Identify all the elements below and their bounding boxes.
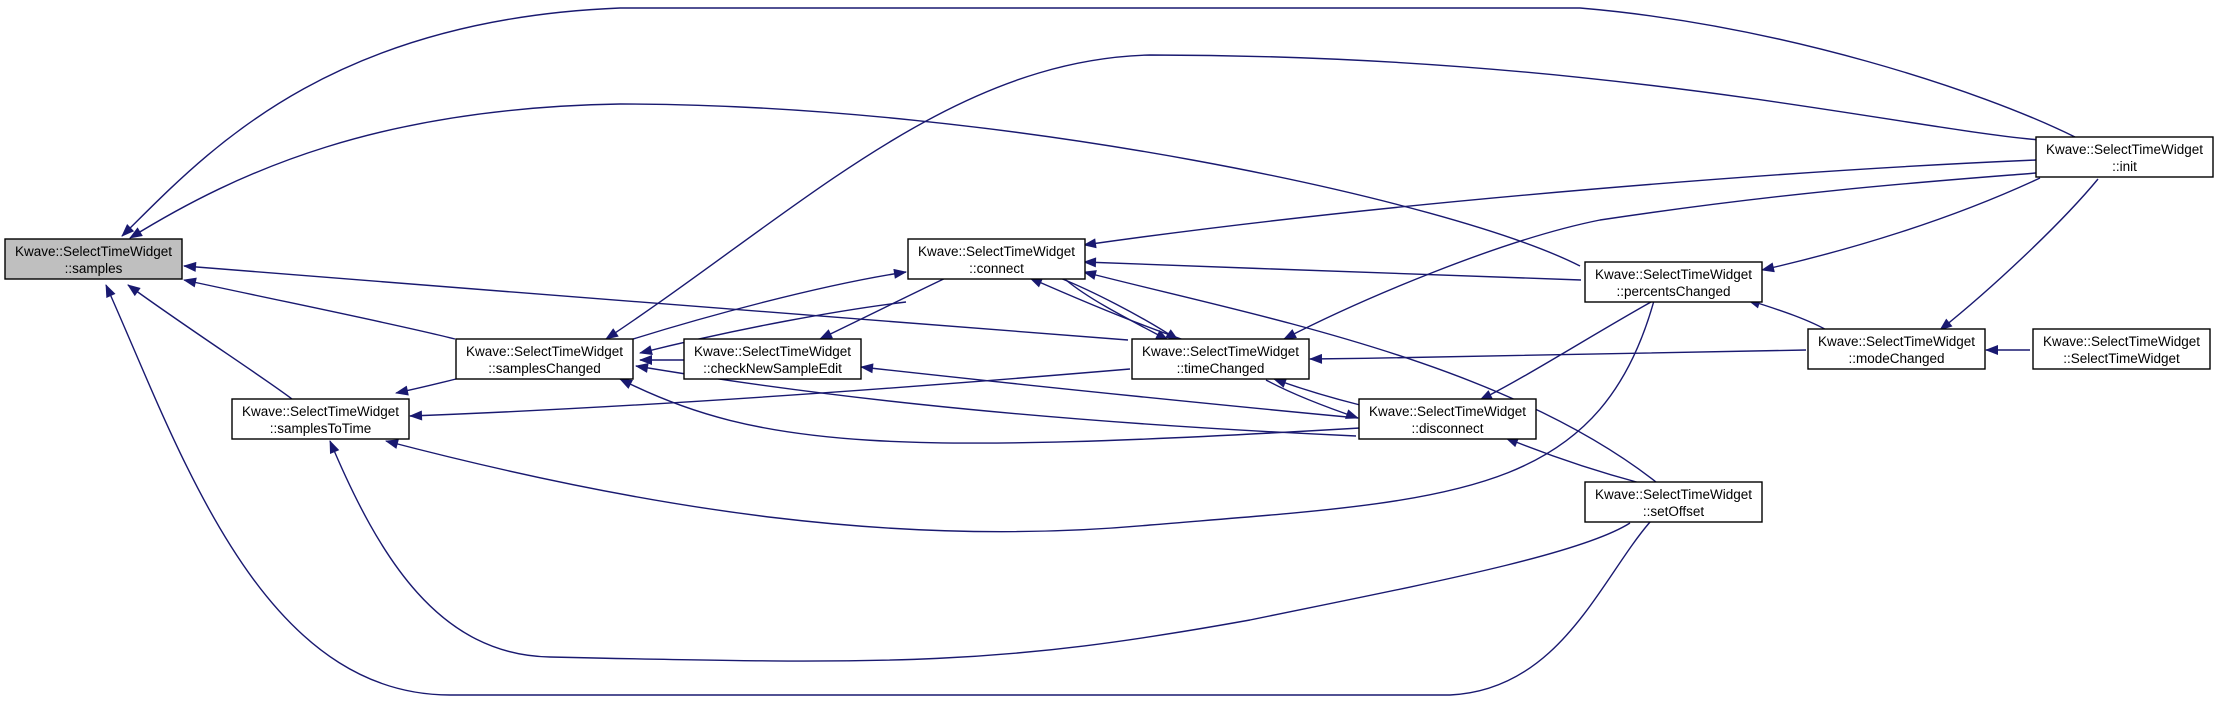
node-checknewsampleedit-line2: ::checkNewSampleEdit — [703, 361, 842, 376]
edge-modechanged-to-timechanged — [1309, 349, 1807, 364]
node-selecttimewidget-ctor[interactable]: Kwave::SelectTimeWidget ::SelectTimeWidg… — [2032, 328, 2211, 370]
node-init-line1: Kwave::SelectTimeWidget — [2046, 142, 2203, 157]
node-setoffset[interactable]: Kwave::SelectTimeWidget ::setOffset — [1584, 481, 1763, 523]
node-ctor-line2: ::SelectTimeWidget — [2063, 351, 2180, 366]
edge-connect-to-sampleschanged-b — [629, 268, 907, 341]
node-samples-line1: Kwave::SelectTimeWidget — [15, 244, 172, 259]
edge-modechanged-to-percentschanged — [1747, 298, 1831, 333]
edge-init-to-connect — [1083, 159, 2037, 249]
node-samplestotime-line1: Kwave::SelectTimeWidget — [242, 404, 399, 419]
node-connect-line1: Kwave::SelectTimeWidget — [918, 244, 1075, 259]
node-percentschanged-line1: Kwave::SelectTimeWidget — [1595, 267, 1752, 282]
edge-init-to-modechanged — [1939, 178, 2099, 331]
node-samplestotime[interactable]: Kwave::SelectTimeWidget ::samplesToTime — [231, 398, 410, 440]
edge-connect-to-checknewsampleedit — [819, 275, 951, 340]
node-percentschanged[interactable]: Kwave::SelectTimeWidget ::percentsChange… — [1584, 261, 1763, 303]
node-checknewsampleedit[interactable]: Kwave::SelectTimeWidget ::checkNewSample… — [683, 338, 862, 380]
edge-percentschanged-to-connect — [1083, 257, 1582, 281]
edge-init-to-timechanged — [1283, 172, 2037, 340]
edge-init-to-samples — [121, 7, 2076, 237]
edge-timechanged-to-disconnect-b — [1265, 379, 1359, 419]
node-connect-line2: ::connect — [969, 261, 1024, 276]
node-timechanged[interactable]: Kwave::SelectTimeWidget ::timeChanged — [1131, 338, 1310, 380]
node-timechanged-line2: ::timeChanged — [1177, 361, 1265, 376]
edge-disconnect-to-checknewsampleedit — [860, 363, 1359, 419]
edge-connect-to-timechanged — [1065, 279, 1169, 341]
nodes: Kwave::SelectTimeWidget ::samples Kwave:… — [4, 136, 2214, 523]
edge-timechanged-to-samplestotime — [409, 368, 1131, 421]
edge-samplestotime-to-samples — [127, 284, 293, 400]
node-sampleschanged[interactable]: Kwave::SelectTimeWidget ::samplesChanged — [455, 338, 634, 380]
node-setoffset-line2: ::setOffset — [1643, 504, 1705, 519]
edge-setoffset-to-connect — [1083, 270, 1657, 483]
node-samples-line2: ::samples — [65, 261, 123, 276]
node-init[interactable]: Kwave::SelectTimeWidget ::init — [2035, 136, 2214, 178]
edge-percentschanged-to-sampleschanged — [605, 54, 2041, 340]
node-ctor-line1: Kwave::SelectTimeWidget — [2043, 334, 2200, 349]
node-sampleschanged-line2: ::samplesChanged — [488, 361, 601, 376]
node-init-line2: ::init — [2112, 159, 2137, 174]
edge-disconnect-to-timechanged — [1273, 378, 1361, 406]
node-samplestotime-line2: ::samplesToTime — [270, 421, 372, 436]
node-disconnect[interactable]: Kwave::SelectTimeWidget ::disconnect — [1358, 398, 1537, 440]
edge-timechanged-to-connect-b — [1059, 277, 1179, 341]
edge-connect-to-sampleschanged-a — [639, 301, 907, 355]
edge-setoffset-to-samples — [105, 284, 1651, 696]
edge-percentschanged-to-samples — [129, 103, 1581, 267]
node-modechanged-line1: Kwave::SelectTimeWidget — [1818, 334, 1975, 349]
edge-modechanged-to-sampleschanged — [619, 378, 1361, 444]
node-samples[interactable]: Kwave::SelectTimeWidget ::samples — [4, 238, 183, 280]
node-disconnect-line1: Kwave::SelectTimeWidget — [1369, 404, 1526, 419]
node-setoffset-line1: Kwave::SelectTimeWidget — [1595, 487, 1752, 502]
node-timechanged-line1: Kwave::SelectTimeWidget — [1142, 344, 1299, 359]
node-connect[interactable]: Kwave::SelectTimeWidget ::connect — [907, 238, 1086, 280]
node-disconnect-line2: ::disconnect — [1411, 421, 1483, 436]
node-checknewsampleedit-line1: Kwave::SelectTimeWidget — [694, 344, 851, 359]
edge-percentschanged-to-disconnect — [1479, 296, 1661, 401]
edge-setoffset-to-samplestotime — [329, 440, 1631, 662]
edges — [105, 7, 2099, 696]
edge-sampleschanged-to-samples — [183, 277, 456, 340]
node-modechanged[interactable]: Kwave::SelectTimeWidget ::modeChanged — [1807, 328, 1986, 370]
node-sampleschanged-line1: Kwave::SelectTimeWidget — [466, 344, 623, 359]
edge-percentschanged-to-samplestotime — [385, 296, 1656, 533]
edge-init-to-percentschanged — [1761, 177, 2041, 273]
edge-sampleschanged-to-samplestotime — [395, 377, 461, 396]
node-percentschanged-line2: ::percentsChanged — [1616, 284, 1730, 299]
edge-setoffset-to-disconnect — [1505, 437, 1641, 484]
node-modechanged-line2: ::modeChanged — [1848, 351, 1944, 366]
edge-timechanged-to-connect-a — [1029, 277, 1185, 341]
